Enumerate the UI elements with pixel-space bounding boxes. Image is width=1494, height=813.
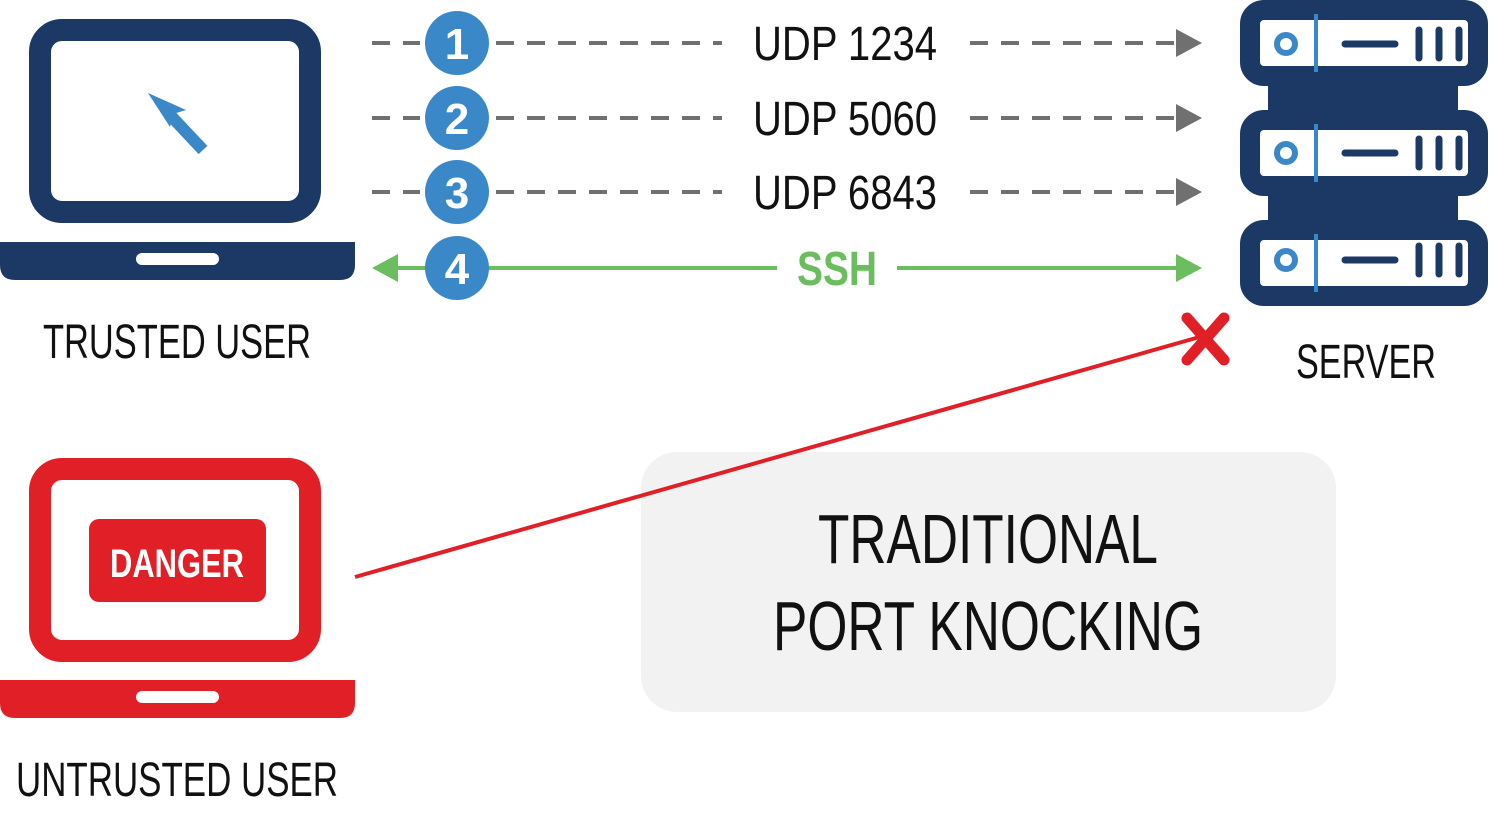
step-1-number: 1	[445, 20, 469, 69]
step-row-4: 4 SSH	[372, 236, 1202, 300]
server-label: SERVER	[1296, 336, 1436, 389]
step-4-label: SSH	[797, 243, 877, 296]
step-4-number: 4	[445, 245, 470, 294]
server-connector-1	[1268, 86, 1458, 110]
untrusted-laptop-icon: DANGER	[0, 458, 355, 718]
server-unit-1	[1240, 0, 1488, 86]
step-4-arrow-head-right	[1176, 254, 1202, 282]
caption-box: TRADITIONAL PORT KNOCKING	[641, 452, 1336, 712]
step-3-number: 3	[445, 169, 469, 218]
cursor-icon	[148, 93, 208, 155]
step-1-label: UDP 1234	[753, 18, 937, 71]
step-1-badge	[425, 11, 489, 75]
blocked-connection-line	[354, 334, 1204, 579]
trusted-laptop-icon	[0, 19, 355, 280]
untrusted-user-label: UNTRUSTED USER	[16, 754, 338, 807]
step-3-badge	[425, 160, 489, 224]
trusted-user-label: TRUSTED USER	[43, 316, 311, 369]
step-2-number: 2	[445, 95, 469, 144]
step-2-label: UDP 5060	[753, 93, 937, 146]
step-row-3: 3 UDP 6843	[372, 160, 1202, 224]
step-2-arrow-head	[1176, 104, 1202, 132]
step-4-arrow-head-left	[372, 254, 398, 282]
step-row-1: 1 UDP 1234	[372, 11, 1202, 75]
step-row-2: 2 UDP 5060	[372, 86, 1202, 150]
blocked-connection	[354, 312, 1230, 579]
server-connector-2	[1268, 196, 1458, 220]
danger-badge	[89, 519, 266, 602]
trusted-laptop-trackpad	[136, 253, 219, 265]
step-4-badge	[425, 236, 489, 300]
step-1-arrow-head	[1176, 29, 1202, 57]
server-unit-2	[1240, 110, 1488, 196]
step-3-arrow-head	[1176, 178, 1202, 206]
untrusted-laptop-trackpad	[136, 691, 219, 703]
step-3-label: UDP 6843	[753, 167, 937, 220]
blocked-x-icon	[1181, 312, 1230, 366]
server-unit-3	[1240, 220, 1488, 306]
step-2-badge	[425, 86, 489, 150]
server-icon	[1240, 0, 1488, 306]
danger-badge-text: DANGER	[110, 542, 244, 586]
caption-line-1: TRADITIONAL	[818, 500, 1158, 578]
caption-line-2: PORT KNOCKING	[773, 587, 1203, 665]
caption-background	[641, 452, 1336, 712]
